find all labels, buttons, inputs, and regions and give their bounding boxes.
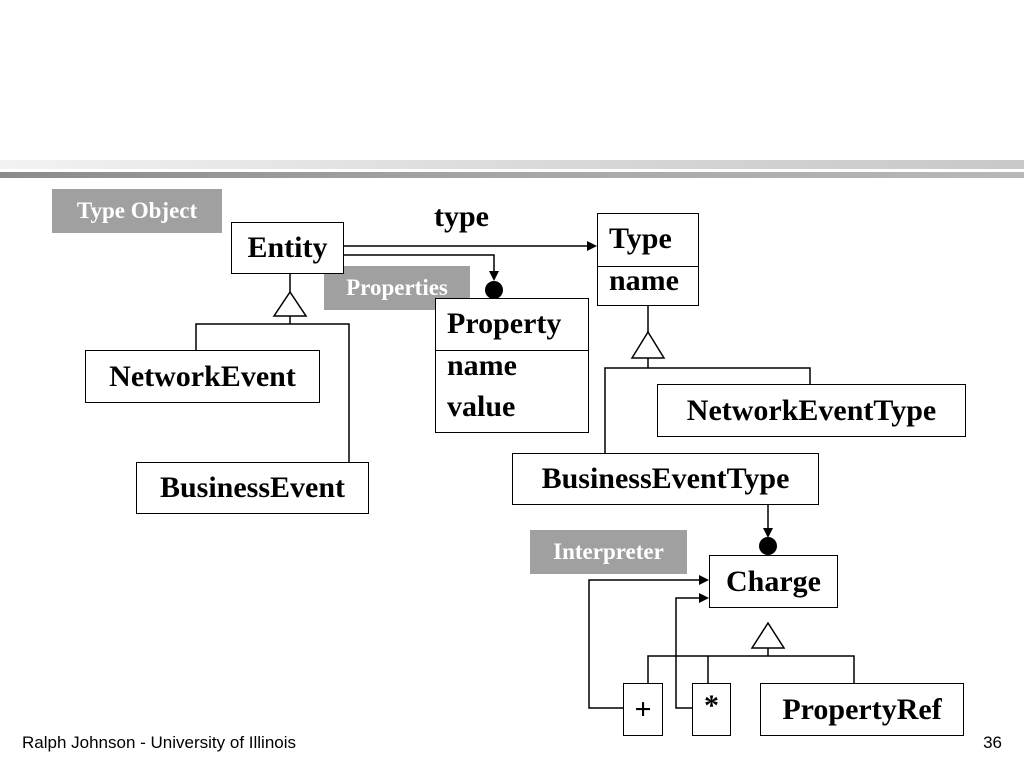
property-class: Property name value	[435, 298, 589, 433]
type-class: Type name	[597, 213, 699, 306]
business-event-class-name: BusinessEvent	[159, 471, 346, 504]
plus-to-charge-line	[588, 579, 700, 709]
plus-class: +	[623, 683, 663, 736]
business-event-type-class: BusinessEventType	[512, 453, 819, 505]
type-object-label: Type Object	[52, 189, 222, 233]
property-ref-class: PropertyRef	[760, 683, 964, 736]
business-event-class: BusinessEvent	[136, 462, 369, 514]
properties-label: Properties	[324, 266, 470, 310]
business-event-type-class-name: BusinessEventType	[541, 462, 790, 495]
property-class-divider	[436, 350, 588, 351]
type-generalization-branches	[604, 367, 811, 453]
type-association-label: type	[434, 200, 489, 233]
charge-class: Charge	[709, 555, 838, 608]
network-event-class: NetworkEvent	[85, 350, 320, 403]
star-class-name: *	[704, 689, 719, 722]
charge-arrowhead	[763, 528, 773, 538]
type-inheritance-triangle	[630, 330, 666, 359]
network-event-type-class: NetworkEventType	[657, 384, 966, 437]
type-arrowhead	[587, 241, 597, 251]
network-event-class-name: NetworkEvent	[109, 360, 296, 393]
type-class-name: Type	[609, 222, 672, 255]
charge-class-name: Charge	[726, 565, 821, 598]
page-number: 36	[983, 733, 1002, 752]
header-rule-light	[0, 160, 1024, 169]
star-to-charge-line	[675, 597, 700, 709]
entity-class-name: Entity	[247, 231, 328, 264]
network-event-type-class-name: NetworkEventType	[686, 394, 937, 427]
type-attribute-name: name	[609, 264, 679, 297]
property-class-name: Property	[447, 307, 562, 340]
type-class-divider	[598, 266, 698, 267]
property-association-line	[344, 254, 495, 272]
property-arrowhead	[489, 271, 499, 281]
charge-aggregation-dot	[759, 537, 777, 555]
property-attribute-value: value	[447, 390, 516, 423]
entity-generalization-branches	[195, 323, 350, 462]
property-aggregation-dot	[485, 281, 503, 299]
charge-generalization-branches	[647, 655, 855, 683]
property-attribute-name: name	[447, 349, 517, 382]
entity-inheritance-triangle	[272, 290, 308, 317]
header-rule-dark	[0, 172, 1024, 178]
property-ref-class-name: PropertyRef	[782, 693, 942, 726]
plus-class-name: +	[634, 693, 652, 726]
charge-inheritance-triangle	[750, 621, 786, 649]
entity-class: Entity	[231, 222, 344, 274]
footer-author: Ralph Johnson - University of Illinois	[22, 733, 297, 752]
star-class: *	[692, 683, 731, 736]
interpreter-label: Interpreter	[530, 530, 687, 574]
